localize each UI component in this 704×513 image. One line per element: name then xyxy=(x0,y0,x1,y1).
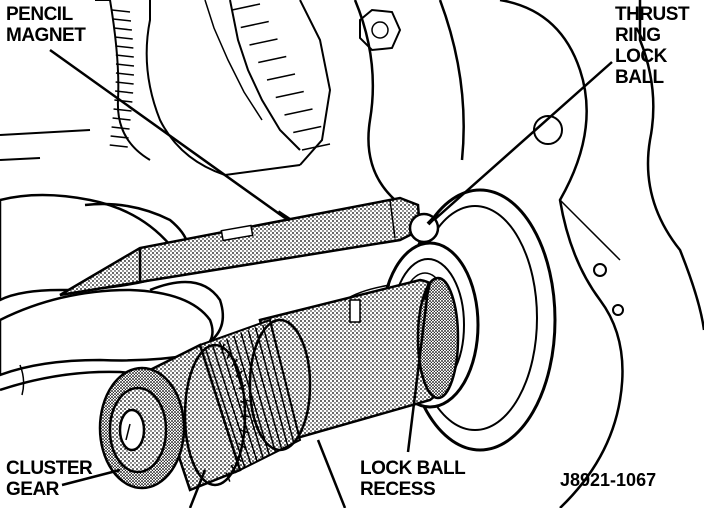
label-pencil-magnet: PENCIL MAGNET xyxy=(6,4,85,46)
tooth-line xyxy=(116,55,134,57)
left-splined-gear xyxy=(95,0,150,160)
tooth-line xyxy=(113,118,131,120)
tooth-line xyxy=(114,109,132,111)
tooth-line xyxy=(232,4,260,10)
label-thrust-line2: RING xyxy=(615,25,689,46)
tooth-line xyxy=(110,145,128,147)
upper-gear xyxy=(147,0,330,175)
figure-code: J8921-1067 xyxy=(560,470,656,491)
label-lock-ball-recess-line2: RECESS xyxy=(360,479,465,500)
tooth-line xyxy=(115,46,133,48)
tooth-line xyxy=(258,57,286,63)
tooth-line xyxy=(112,10,130,12)
label-cluster-gear: CLUSTER GEAR xyxy=(6,458,92,500)
tooth-line xyxy=(267,74,295,80)
label-cluster-gear-line1: CLUSTER xyxy=(6,458,92,479)
label-lock-ball-recess-line1: LOCK BALL xyxy=(360,458,465,479)
label-thrust-line1: THRUST xyxy=(615,4,689,25)
label-lock-ball-recess: LOCK BALL RECESS xyxy=(360,458,465,500)
label-cluster-gear-line2: GEAR xyxy=(6,479,92,500)
tooth-line xyxy=(250,39,278,45)
label-thrust-line3: LOCK xyxy=(615,46,689,67)
tooth-line xyxy=(293,127,321,133)
label-pencil-magnet-line1: PENCIL xyxy=(6,4,85,25)
tooth-line xyxy=(276,92,304,98)
tooth-line xyxy=(302,144,330,150)
upper-gear-teeth xyxy=(232,4,330,150)
left-shaft xyxy=(0,130,90,160)
cluster-gear-end xyxy=(100,368,184,488)
tooth-line xyxy=(241,22,269,28)
label-pencil-magnet-line2: MAGNET xyxy=(6,25,85,46)
tooth-line xyxy=(285,109,313,115)
label-thrust-line4: BALL xyxy=(615,67,689,88)
tooth-line xyxy=(114,28,132,30)
tooth-line xyxy=(115,37,133,39)
tooth-line xyxy=(113,19,131,21)
tooth-line xyxy=(112,127,130,129)
label-thrust-ring-lock-ball: THRUST RING LOCK BALL xyxy=(615,4,689,88)
